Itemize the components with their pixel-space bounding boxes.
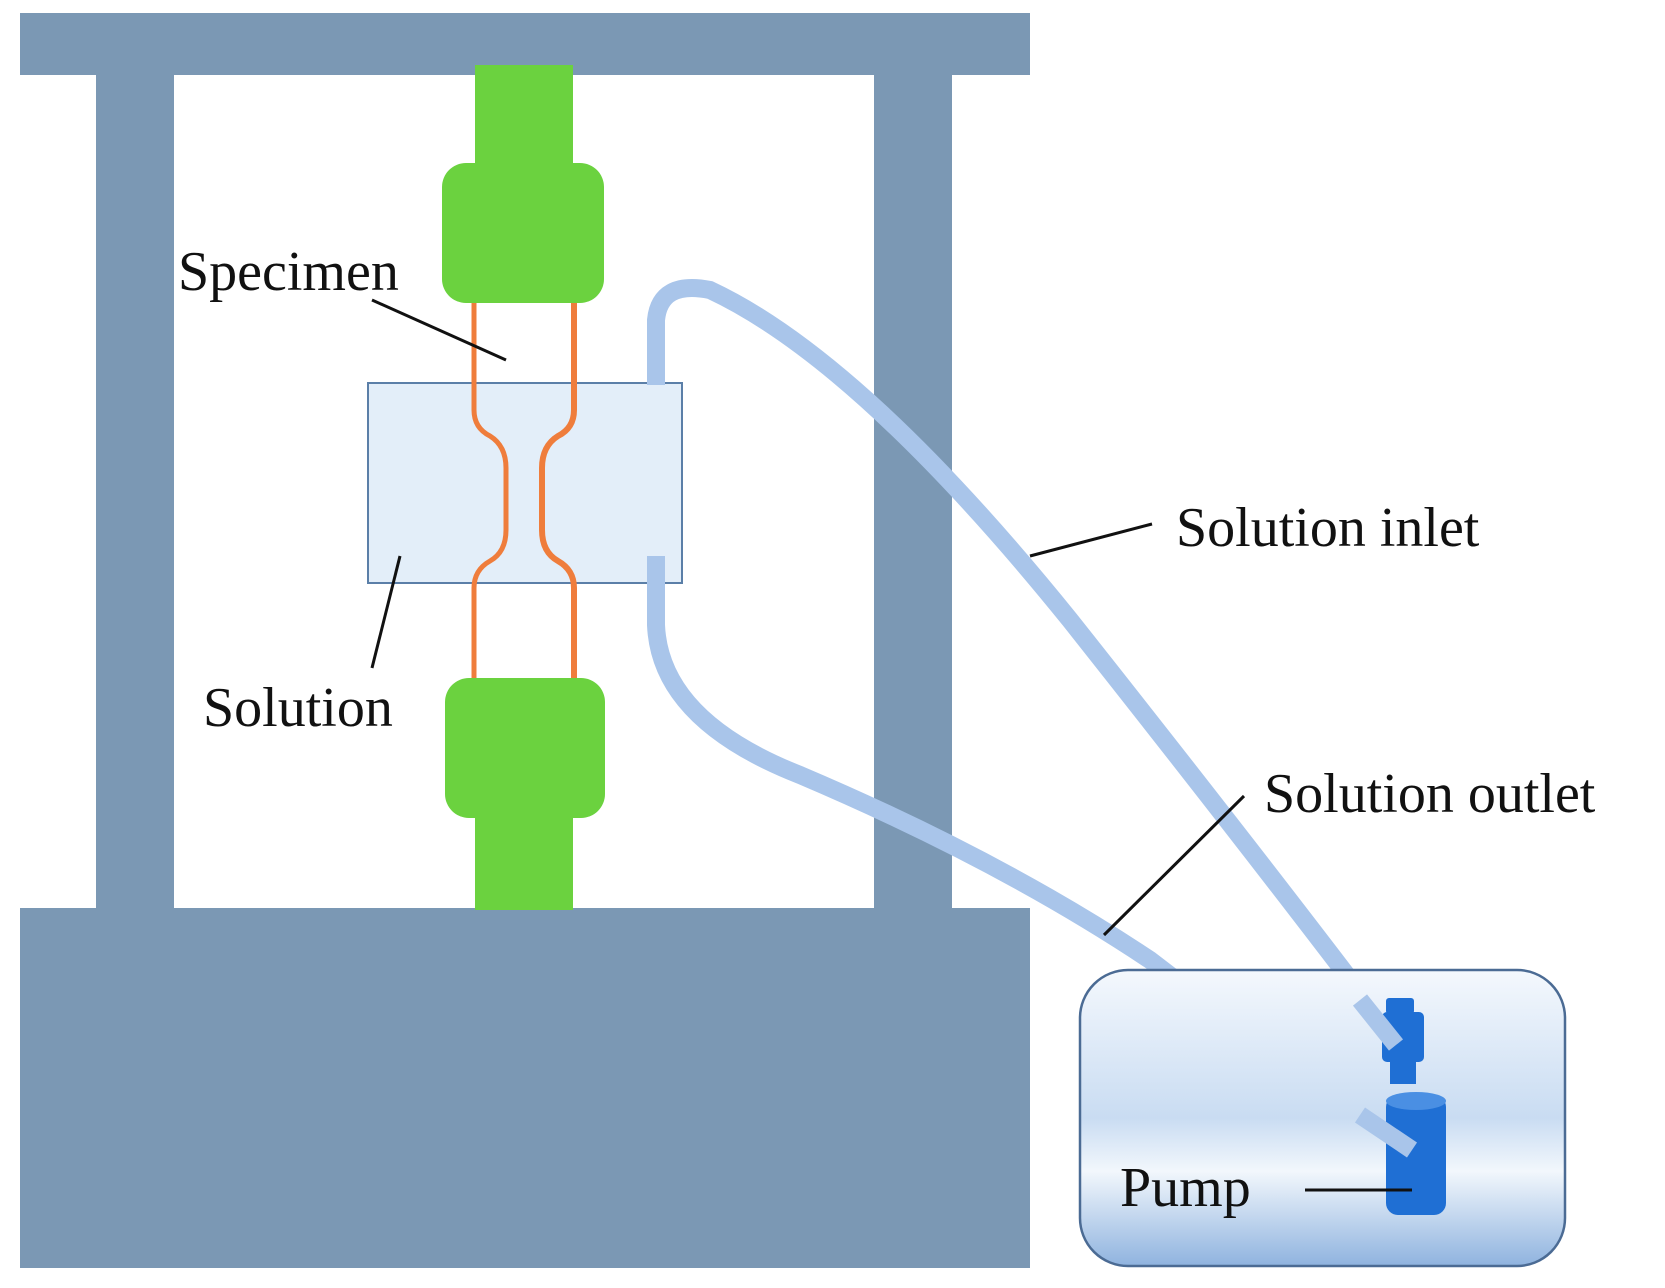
outlet-tube-end xyxy=(1354,1107,1418,1158)
test-frame xyxy=(20,13,1030,1268)
solution-inlet-leader xyxy=(1029,522,1153,558)
inlet-tube-end xyxy=(1352,994,1404,1051)
upper-grip-shaft xyxy=(475,65,573,175)
lower-grip xyxy=(445,678,605,910)
specimen xyxy=(471,303,577,678)
lower-grip-head xyxy=(445,678,605,818)
upper-grip-head xyxy=(442,163,604,303)
solution-leader xyxy=(370,555,402,669)
specimen-label: Specimen xyxy=(178,241,399,303)
pump-body xyxy=(1386,1095,1446,1215)
frame-left-column xyxy=(96,75,174,915)
pump-body-top xyxy=(1386,1092,1446,1110)
solution-outlet-label: Solution outlet xyxy=(1264,763,1596,825)
frame-base xyxy=(20,908,1030,1268)
upper-grip xyxy=(442,65,604,303)
pump-top-body xyxy=(1382,1012,1424,1062)
pump-label: Pump xyxy=(1120,1157,1251,1219)
solution-label: Solution xyxy=(203,677,393,739)
specimen-left-edge xyxy=(471,303,509,678)
frame-crossbeam xyxy=(20,13,1030,75)
solution-cell xyxy=(367,382,683,584)
frame-right-column xyxy=(874,75,952,915)
specimen-right-edge xyxy=(539,303,577,678)
solution-inlet-label: Solution inlet xyxy=(1176,497,1480,559)
pump xyxy=(1382,998,1446,1215)
inlet-tube xyxy=(647,279,1404,1046)
pump-neck xyxy=(1390,1060,1416,1084)
pump-top-cap xyxy=(1386,998,1414,1014)
solution-outlet-leader xyxy=(1102,794,1246,937)
reservoir xyxy=(1078,968,1567,1268)
specimen-leader xyxy=(371,298,507,362)
lower-grip-shaft xyxy=(475,810,573,910)
